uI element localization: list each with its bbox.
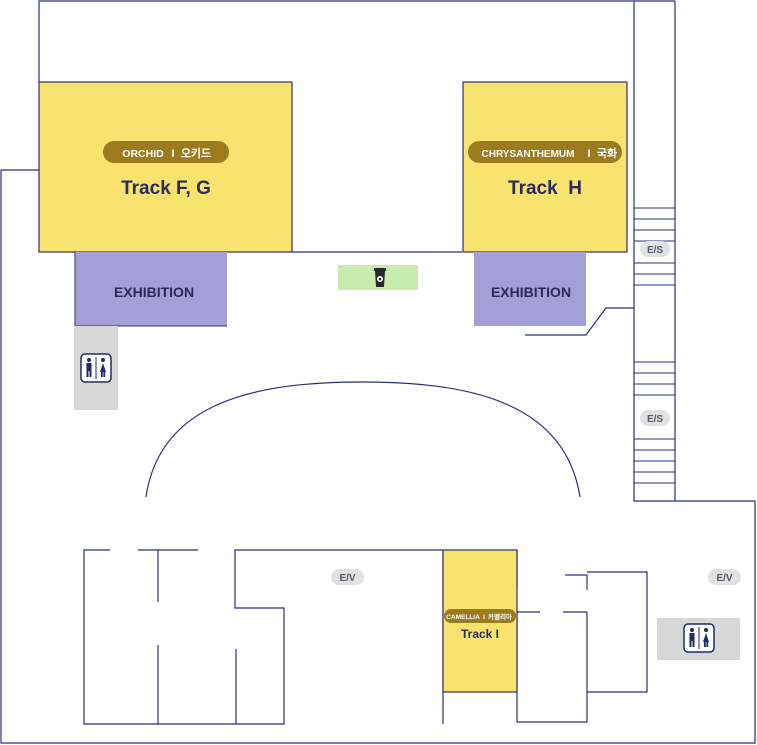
hall-chrysanthemum-name: CHRYSANTHEMUM	[482, 149, 575, 160]
hall-orchid-name: ORCHID	[122, 148, 164, 160]
hall-orchid-pill	[103, 141, 229, 163]
exhibition-right-label: EXHIBITION	[491, 284, 571, 300]
cafe[interactable]	[338, 265, 418, 290]
exhibition-left-label: EXHIBITION	[114, 284, 194, 300]
elevator-label: E/V	[716, 573, 732, 584]
elevator-label: E/V	[339, 573, 355, 584]
restroom-icon	[80, 353, 112, 383]
svg-text:I: I	[587, 148, 590, 160]
elevator-badge-left[interactable]: E/V	[331, 569, 364, 585]
exhibition-right[interactable]: EXHIBITION	[474, 252, 586, 326]
hall-chrysanthemum-name-local: 국화	[597, 146, 617, 160]
restroom-upper[interactable]	[74, 326, 118, 410]
escalator-stairs-bottom	[634, 361, 675, 484]
hall-chrysanthemum-pill	[468, 141, 622, 163]
hall-orchid-name-local: 오키드	[181, 146, 211, 160]
escalator-badge-bottom[interactable]: E/S	[640, 410, 670, 426]
escalator-badge-top[interactable]: E/S	[640, 241, 670, 257]
restroom-icon	[683, 623, 715, 653]
restroom-lower[interactable]	[657, 618, 740, 660]
hall-camellia-track: Track I	[461, 627, 499, 641]
hall-chrysanthemum-track: Track H	[508, 178, 582, 199]
svg-text:I: I	[171, 148, 174, 160]
escalator-label: E/S	[647, 414, 663, 425]
hall-camellia-name: CAMELLIA	[446, 614, 480, 621]
hall-orchid[interactable]: ORCHID I 오키드 Track F, G	[38, 81, 293, 253]
exhibition-left[interactable]: EXHIBITION	[74, 252, 227, 327]
elevator-badge-right[interactable]: E/V	[708, 569, 741, 585]
hall-chrysanthemum[interactable]: CHRYSANTHEMUM I 국화 Track H	[462, 81, 628, 253]
hall-camellia-pill	[444, 609, 516, 623]
escalator-label: E/S	[647, 245, 663, 256]
hall-camellia-name-local: 카멜리아	[488, 612, 512, 621]
atrium-arc	[145, 381, 581, 498]
hall-camellia[interactable]: CAMELLIA I 카멜리아 Track I	[442, 549, 518, 693]
lower-rooms	[83, 549, 648, 725]
coffee-cup-icon	[374, 268, 386, 287]
svg-text:I: I	[483, 614, 485, 621]
hall-orchid-track: Track F, G	[121, 178, 211, 199]
